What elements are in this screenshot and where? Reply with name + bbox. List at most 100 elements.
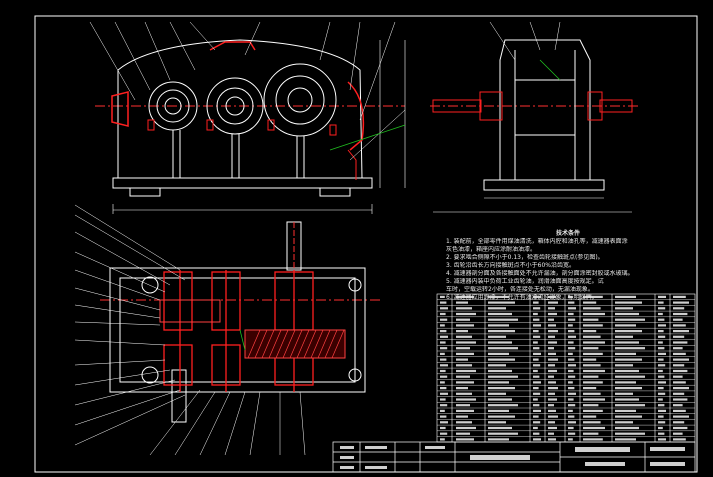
table-cell-text xyxy=(533,398,538,401)
table-cell-text xyxy=(658,409,666,412)
table-cell-text xyxy=(673,295,686,298)
table-cell-text xyxy=(615,409,636,412)
table-cell-text xyxy=(548,381,556,384)
table-cell-text xyxy=(440,426,446,430)
table-cell-text xyxy=(533,335,541,338)
front-view xyxy=(89,21,406,214)
table-cell-text xyxy=(568,421,576,424)
table-cell-text xyxy=(533,409,541,412)
table-cell-text xyxy=(488,381,509,384)
table-cell-text xyxy=(568,387,575,390)
table-cell-text xyxy=(583,421,601,424)
table-cell-text xyxy=(548,404,554,407)
table-cell-text xyxy=(488,415,515,418)
table-cell-text xyxy=(533,318,540,321)
table-cell-text xyxy=(615,438,636,441)
table-cell-text xyxy=(440,312,446,316)
table-cell-text xyxy=(533,438,541,441)
table-cell-text xyxy=(658,335,666,338)
table-cell-text xyxy=(583,404,599,407)
table-cell-text xyxy=(440,421,448,424)
tech-req-line: 4. 减速器剖分面及各接触面处不允许漏油，剖分面涂密封胶或水玻璃。 xyxy=(446,270,634,277)
table-cell-text xyxy=(456,330,468,333)
table-cell-text xyxy=(658,352,666,355)
table-cell-text xyxy=(488,295,509,298)
table-cell-text xyxy=(568,438,573,441)
table-cell-text xyxy=(583,438,603,441)
table-cell-text xyxy=(568,381,573,384)
table-cell-text xyxy=(488,335,506,338)
table-cell-text xyxy=(548,312,557,316)
tech-req-line: 1. 装配前，全部零件用煤油清洗，箱体内腔和油孔等，减速器表面涂 xyxy=(446,238,628,245)
table-cell-text xyxy=(456,335,472,338)
table-cell-text xyxy=(440,369,446,373)
table-cell-text xyxy=(615,415,642,418)
table-cell-text xyxy=(673,324,686,327)
table-cell-text xyxy=(488,375,518,378)
table-cell-text xyxy=(568,432,576,435)
section-view xyxy=(74,204,380,456)
table-cell-text xyxy=(568,301,575,304)
table-cell-text xyxy=(456,324,474,327)
table-cell-text xyxy=(568,335,576,338)
table-cell-text xyxy=(658,324,666,327)
table-cell-text xyxy=(533,341,538,344)
table-cell-text xyxy=(673,312,688,316)
tech-req-title: 技术条件 xyxy=(556,230,581,237)
parts-list-text-marks xyxy=(440,295,689,441)
table-cell-text xyxy=(488,426,512,430)
table-cell-text xyxy=(568,312,574,316)
table-cell-text xyxy=(615,426,639,430)
table-cell-text xyxy=(658,330,664,333)
table-cell-text xyxy=(615,381,636,384)
table-cell-text xyxy=(548,392,555,395)
table-cell-text xyxy=(615,312,639,316)
table-cell-text xyxy=(568,295,573,298)
table-cell-text xyxy=(658,369,663,373)
table-cell-text xyxy=(615,392,633,395)
table-cell-text xyxy=(658,387,664,390)
table-cell-text xyxy=(548,369,557,373)
table-cell-text xyxy=(533,295,541,298)
table-cell-text xyxy=(673,432,683,435)
table-cell-text xyxy=(583,318,599,321)
table-cell-text xyxy=(548,347,554,350)
tech-req-line: 车时，空载运转2小时，各连接处无松动，无漏油现象。 xyxy=(446,286,594,293)
table-cell-text xyxy=(456,404,470,407)
table-cell-text xyxy=(488,409,509,412)
table-cell-text xyxy=(533,369,538,373)
table-cell-text xyxy=(488,318,518,321)
table-cell-text xyxy=(583,387,597,390)
table-cell-text xyxy=(658,438,666,441)
table-cell-text xyxy=(615,387,642,390)
table-cell-text xyxy=(583,426,605,430)
table-cell-text xyxy=(533,312,538,316)
table-cell-text xyxy=(615,335,633,338)
table-cell-text xyxy=(488,307,506,310)
table-cell-text xyxy=(583,409,603,412)
table-cell-text xyxy=(583,312,605,316)
table-cell-text xyxy=(533,330,539,333)
table-cell-text xyxy=(533,392,541,395)
table-cell-text xyxy=(615,369,639,373)
table-cell-text xyxy=(583,352,603,355)
table-cell-text xyxy=(568,409,573,412)
table-cell-text xyxy=(658,318,665,321)
table-cell-text xyxy=(658,375,665,378)
table-cell-text xyxy=(440,392,448,395)
table-cell-text xyxy=(488,421,506,424)
table-cell-text xyxy=(533,358,539,361)
table-cell-text xyxy=(488,364,506,367)
table-cell-text xyxy=(456,347,470,350)
table-cell-text xyxy=(548,324,556,327)
table-cell-text xyxy=(673,426,688,430)
table-cell-text xyxy=(440,404,448,407)
table-cell-text xyxy=(673,352,686,355)
table-cell-text xyxy=(583,341,605,344)
table-cell-text xyxy=(533,404,540,407)
table-cell-text xyxy=(583,301,597,304)
table-cell-text xyxy=(440,307,448,310)
table-cell-text xyxy=(440,387,447,390)
table-cell-text xyxy=(568,307,576,310)
